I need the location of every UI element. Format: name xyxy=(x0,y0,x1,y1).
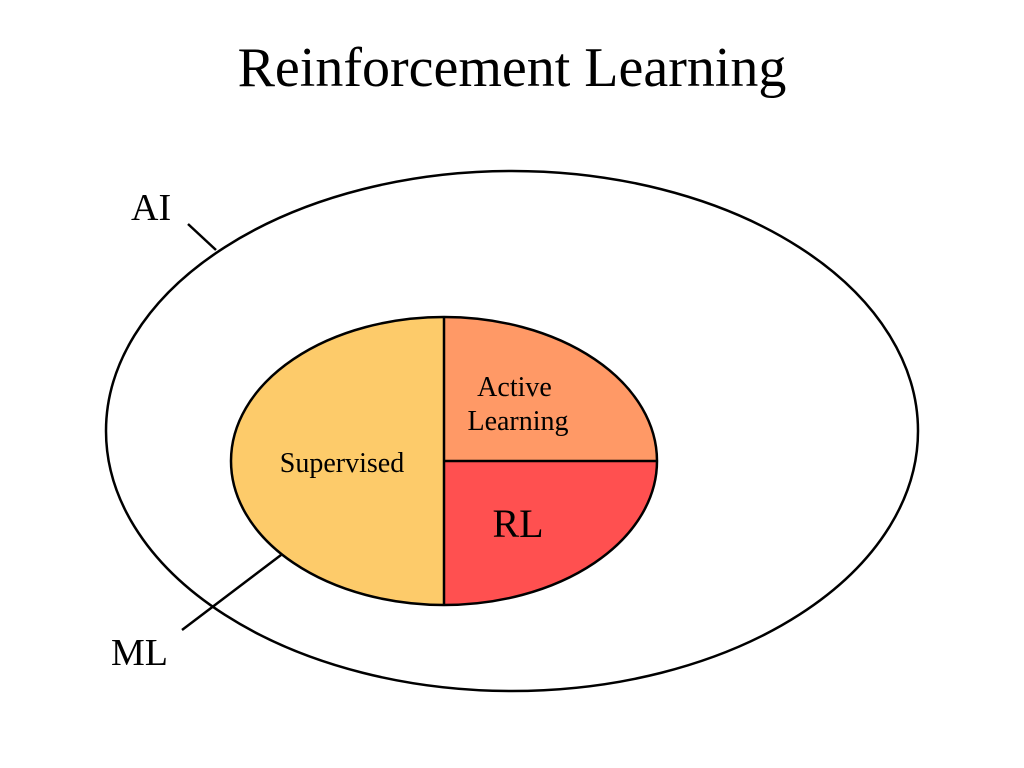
supervised-label: Supervised xyxy=(280,448,404,479)
ml-label: ML xyxy=(111,632,168,674)
ai-leader-line xyxy=(187,223,217,251)
ml-leader-line xyxy=(181,554,282,631)
page-title: Reinforcement Learning xyxy=(237,37,787,99)
active-learning-region xyxy=(444,317,657,461)
active-learning-line-2: Learning xyxy=(467,406,568,437)
supervised-region xyxy=(231,317,444,605)
active-learning-label: Active Learning xyxy=(467,372,568,437)
ai-label: AI xyxy=(131,187,171,229)
rl-label: RL xyxy=(492,501,543,546)
active-learning-line-1: Active xyxy=(477,372,552,403)
rl-region xyxy=(444,461,657,605)
